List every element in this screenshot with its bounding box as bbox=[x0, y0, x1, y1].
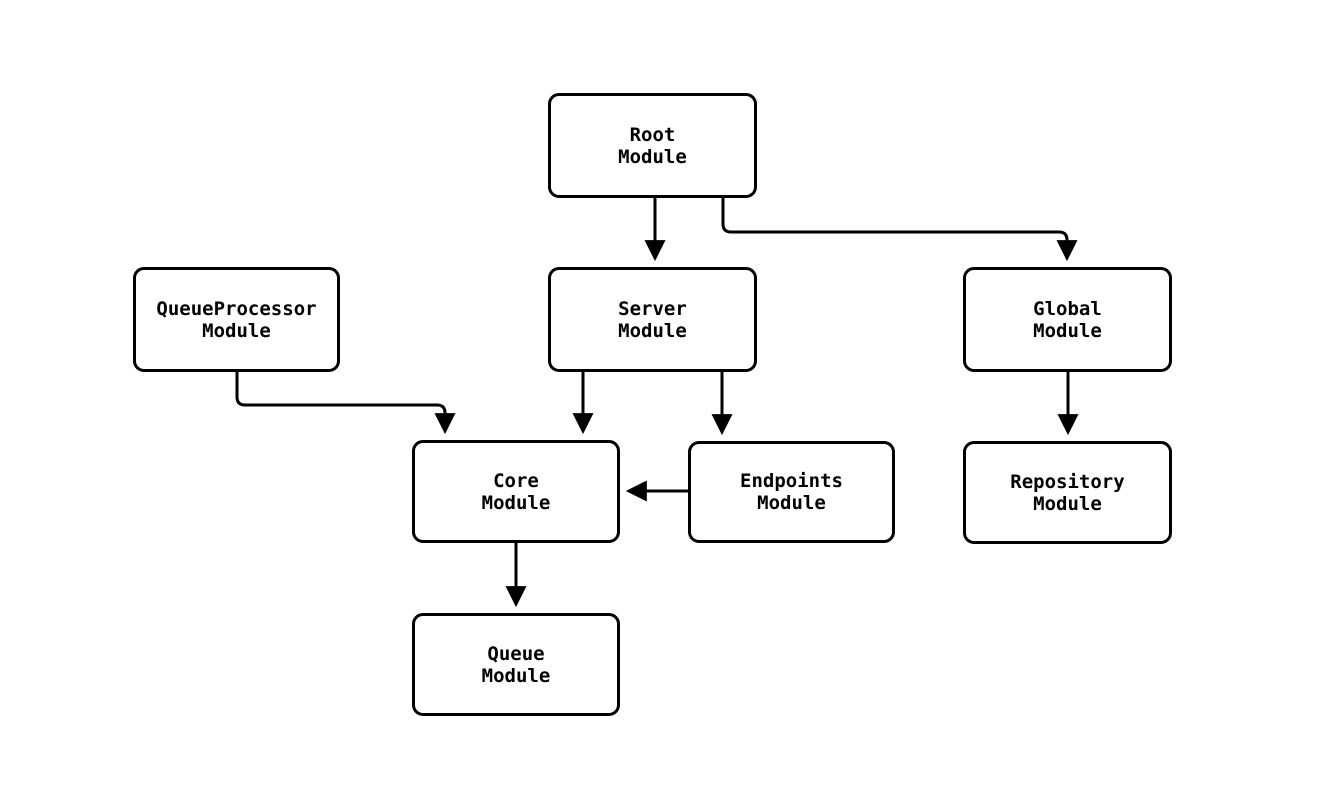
node-queue-module: Queue Module bbox=[412, 613, 620, 716]
node-core-module: Core Module bbox=[412, 440, 620, 543]
node-core-module-label: Core Module bbox=[481, 469, 551, 514]
edge-root-to-global-arrow bbox=[721, 198, 1078, 262]
node-global-module: Global Module bbox=[963, 267, 1172, 372]
node-endpoints-module-label: Endpoints Module bbox=[740, 470, 843, 514]
node-queueprocessor-module-label: QueueProcessor Module bbox=[156, 297, 317, 342]
node-repository-module: Repository Module bbox=[963, 441, 1172, 544]
node-server-module: Server Module bbox=[548, 267, 757, 372]
node-root-module-label: Root Module bbox=[618, 123, 687, 168]
edge-queueprocessor-to-core-arrow bbox=[235, 372, 456, 435]
node-root-module: Root Module bbox=[548, 93, 757, 198]
node-endpoints-module: Endpoints Module bbox=[688, 441, 895, 543]
node-server-module-label: Server Module bbox=[618, 297, 687, 342]
node-repository-module-label: Repository Module bbox=[1010, 470, 1125, 515]
node-global-module-label: Global Module bbox=[1033, 297, 1102, 342]
node-queueprocessor-module: QueueProcessor Module bbox=[133, 267, 340, 372]
node-queue-module-label: Queue Module bbox=[481, 642, 551, 687]
